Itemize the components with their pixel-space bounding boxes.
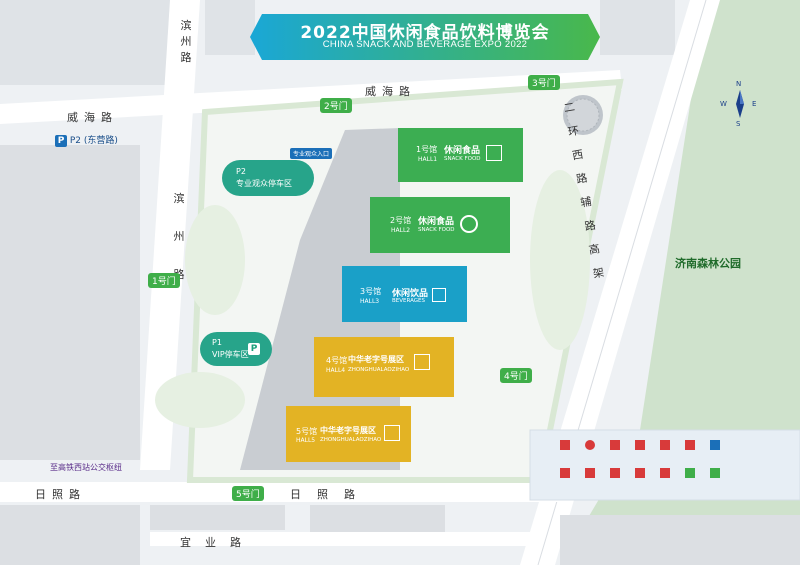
hall-1-theme: 休闲食品 [444,146,481,156]
restroom-icon [635,440,645,450]
hall-5-number: 5号馆 [296,427,318,436]
legend-icon [585,468,595,478]
exit-icon [685,468,695,478]
p1-lot-code: P1 [212,338,222,347]
info-icon [585,440,595,450]
road-label-rizhao-left: 日照路 [35,488,86,501]
forest-park [560,0,800,565]
gate-5: 5号门 [232,486,264,501]
hall-1-theme-en: SNACK FOOD [444,156,481,162]
city-block [600,0,675,55]
city-block [310,505,445,535]
compass-n: N [736,80,742,88]
p2-dongying: P P2 (东营路) [55,133,118,147]
compass-w: W [720,100,727,108]
hall-2-code: HALL2 [391,227,411,234]
laozihao-icon [414,354,430,370]
compass-e: E [752,100,757,108]
gate-2: 2号门 [320,98,352,113]
compass-s: S [736,120,741,128]
compass: N S W E [720,80,760,128]
hall-3: 3号馆 HALL3 休闲饮品 BEVERAGES [342,266,467,322]
legend-icon [610,468,620,478]
hall-1: 1号馆 HALL1 休闲食品 SNACK FOOD [398,128,523,182]
gate-1: 1号门 [148,273,180,288]
hall-2: 2号馆 HALL2 休闲食品 SNACK FOOD [370,197,510,253]
p2-parking-lot: P2 专业观众停车区 [222,160,314,196]
hall-3-number: 3号馆 [360,287,382,296]
title-banner: 2022中国休闲食品饮料博览会 CHINA SNACK AND BEVERAGE… [250,14,600,60]
hall-1-number: 1号馆 [416,145,438,154]
legend-icon [685,440,695,450]
hall-2-theme-en: SNACK FOOD [418,227,455,233]
weihai-road [0,70,622,124]
laozihao-icon [384,425,400,441]
city-block [560,515,800,565]
city-block [205,0,255,55]
pro-entrance: 专业观众入口 [290,148,333,159]
park-label: 济南森林公园 [675,257,741,270]
hall-2-number: 2号馆 [390,216,412,225]
yiye-road [150,532,530,546]
legend-icon [660,468,670,478]
restroom-icon [610,440,620,450]
hall-4-theme: 中华老字号展区 [348,355,404,364]
donut-icon [460,215,478,233]
legend-icon [560,468,570,478]
legend-icon [560,440,570,450]
title-cn: 2022中国休闲食品饮料博览会 [300,23,550,43]
hall-5: 5号馆 HALL5 中华老字号展区 ZHONGHUALAOZIHAO [286,406,411,462]
gate-3: 3号门 [528,75,560,90]
beverage-icon [432,288,446,302]
rizhao-road [0,482,560,502]
city-block [0,505,140,565]
binzhou-road [140,0,200,470]
city-block [150,505,285,530]
road-label-yiye: 宜业路 [180,536,255,549]
ring-road-elevated [520,0,720,565]
p1-parking-lot: P1 VIP停车区 P [200,332,272,366]
p2-dongying-label: P2 (东营路) [69,136,118,146]
hall-4-number: 4号馆 [326,356,348,365]
road-label-weihai-left: 威海路 [67,111,118,124]
exit-icon [710,468,720,478]
hall-5-theme: 中华老字号展区 [320,426,376,435]
road-label-weihai: 威海路 [365,85,416,98]
hall-3-theme: 休闲饮品 [392,289,429,299]
legend-icon [710,440,720,450]
city-block [0,145,140,460]
hall-4: 4号馆 HALL4 中华老字号展区 ZHONGHUALAOZIHAO [314,337,454,397]
hall-3-theme-en: BEVERAGES [392,298,425,304]
hall-5-theme-en: ZHONGHUALAOZIHAO [320,437,382,443]
city-block [0,0,175,85]
gate-4: 4号门 [500,368,532,383]
legend [560,440,790,490]
legend-icon [635,468,645,478]
parking-icon: P [55,135,67,147]
legend-icon [660,440,670,450]
bus-label: 至高铁西站公交枢纽 [50,463,122,472]
road-label-binzhou-top: 滨州路 [180,19,192,64]
hall-4-theme-en: ZHONGHUALAOZIHAO [348,367,410,373]
title-en: CHINA SNACK AND BEVERAGE EXPO 2022 [322,39,528,50]
parking-icon: P [248,343,260,355]
hall-3-code: HALL3 [360,298,380,305]
p2-lot-name: 专业观众停车区 [236,179,292,188]
p2-lot-code: P2 [236,167,246,176]
p1-lot-name: VIP停车区 [212,350,249,359]
hall-4-code: HALL4 [326,367,346,374]
hall-2-theme: 休闲食品 [418,217,455,227]
snack-icon [486,145,502,161]
banner-shape [250,14,600,60]
road-label-rizhao: 日照路 [290,488,371,501]
hall-5-code: HALL5 [296,437,316,444]
hall-1-code: HALL1 [418,156,438,163]
compass-rose-icon [736,90,744,118]
